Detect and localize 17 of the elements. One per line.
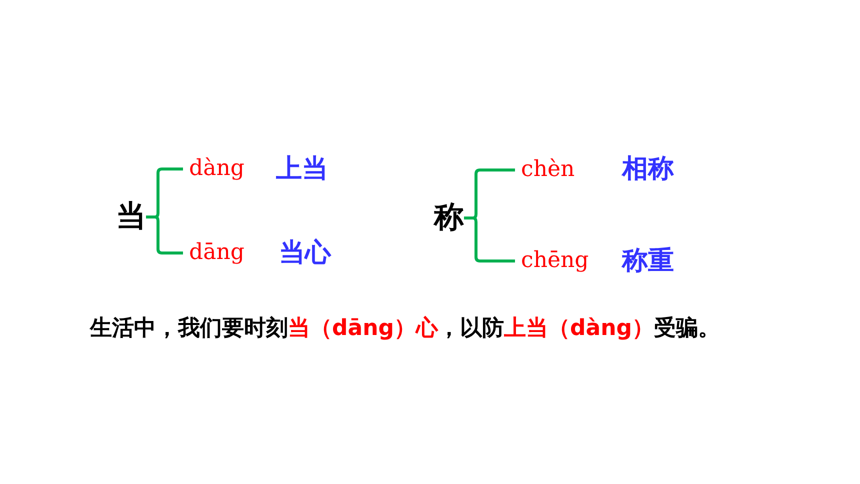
pinyin-text: chèn (521, 159, 575, 181)
brace-line (146, 216, 183, 254)
sentence-text: 受骗。 (654, 316, 720, 341)
word-text: 称重 (622, 248, 674, 274)
brace-line (464, 216, 515, 262)
pinyin-text: dàng (189, 158, 244, 180)
pinyin-text: chēng (521, 250, 589, 272)
sentence-text: 生活中，我们要时刻 (90, 316, 288, 341)
character-text: 称 (434, 203, 464, 233)
word-text: 上当 (276, 156, 328, 182)
sentence-text: 上当（dàng） (504, 316, 654, 341)
word-text: 相称 (622, 156, 674, 182)
sentence-text: ，以防 (438, 316, 504, 341)
sentence-text: 当（dāng）心 (288, 316, 438, 341)
pinyin-text: dāng (189, 242, 244, 264)
character-text: 当 (116, 202, 146, 232)
word-text: 当心 (279, 240, 331, 266)
